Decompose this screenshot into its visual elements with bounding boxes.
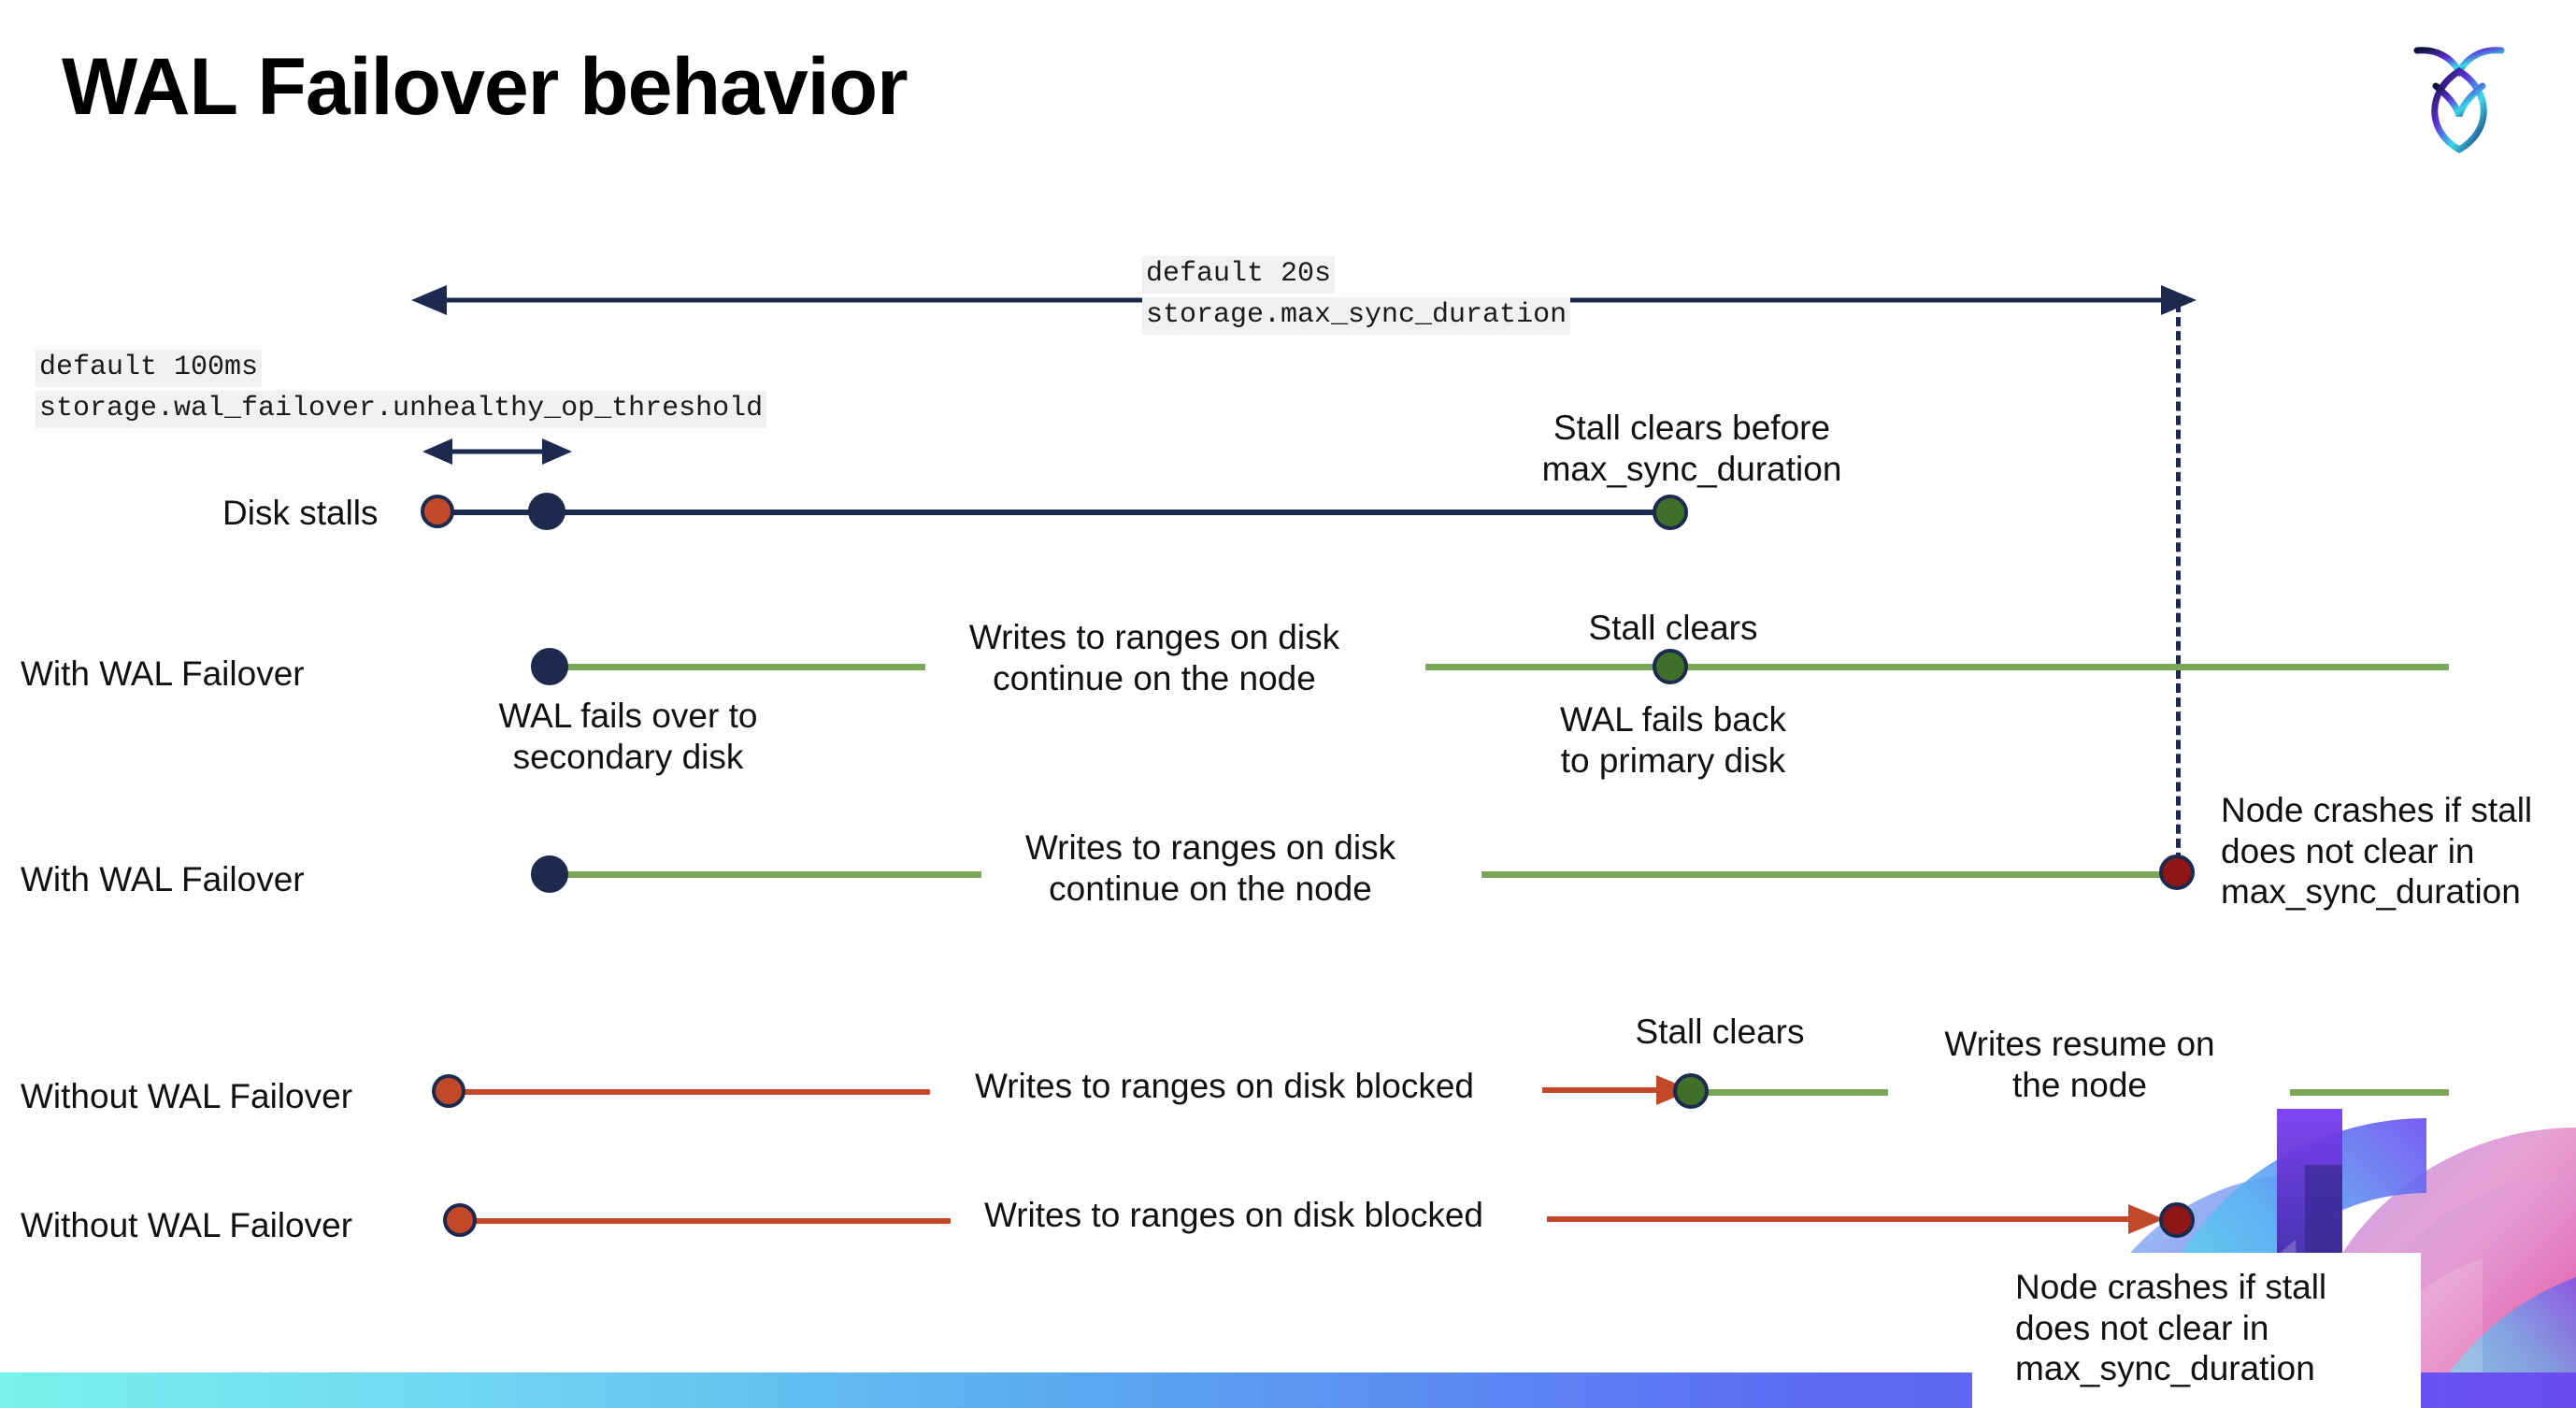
unhealthy-op-threshold-span-arrow	[422, 438, 572, 465]
disk-stall-clears-dot	[1653, 495, 1688, 530]
unhealthy-op-threshold-setting-label: storage.wal_failover.unhealthy_op_thresh…	[36, 391, 767, 428]
note-writes-continue-1: Writes to ranges on disk continue on the…	[968, 618, 1340, 697]
note-node-crashes-2: Node crashes if stall does not clear in …	[2015, 1268, 2327, 1388]
disk-stall-start-dot	[421, 495, 454, 528]
with-wal-failover-2-line-a	[547, 871, 981, 878]
cockroach-labs-logo-icon	[2413, 47, 2505, 154]
node-crash-dot-2	[2159, 1202, 2195, 1238]
disk-stall-start-dot-2	[432, 1074, 465, 1108]
page-title: WAL Failover behavior	[62, 42, 909, 132]
note-stall-clears-2: Stall clears	[1635, 1013, 1805, 1051]
stall-clears-dot-2	[1673, 1073, 1709, 1109]
stall-clears-dot-1	[1653, 649, 1688, 684]
without-wal-failover-1-line-c	[2290, 1089, 2449, 1096]
max-sync-duration-default-label: default 20s	[1142, 256, 1336, 294]
note-writes-blocked-2: Writes to ranges on disk blocked	[983, 1196, 1484, 1234]
max-sync-duration-setting-label: storage.max_sync_duration	[1142, 297, 1571, 335]
without-wal-failover-1-arrow	[1542, 1075, 1692, 1105]
without-wal-failover-2-arrow	[1547, 1204, 2164, 1234]
wal-failover-start-dot-2	[531, 855, 568, 893]
unhealthy-op-threshold-default-label: default 100ms	[36, 350, 263, 387]
timeline-label-with-wal-failover-1: With WAL Failover	[21, 654, 305, 693]
timeline-label-with-wal-failover-2: With WAL Failover	[21, 860, 305, 898]
disk-stall-start-dot-3	[443, 1203, 477, 1237]
note-wal-fails-over-to-secondary-disk: WAL fails over to secondary disk	[498, 697, 758, 776]
node-crash-dot-1	[2159, 855, 2195, 890]
without-wal-failover-1-line-b	[1692, 1089, 1888, 1096]
with-wal-failover-1-line-a	[547, 664, 925, 670]
note-writes-continue-2: Writes to ranges on disk continue on the…	[1024, 828, 1396, 908]
wal-failover-start-dot-1	[531, 648, 568, 685]
note-writes-blocked-1: Writes to ranges on disk blocked	[974, 1067, 1475, 1105]
note-wal-fails-back-to-primary-disk: WAL fails back to primary disk	[1560, 700, 1786, 780]
with-wal-failover-2-line-b	[1481, 871, 2192, 878]
without-wal-failover-2-line-a	[460, 1218, 951, 1224]
without-wal-failover-1-line-a	[449, 1089, 930, 1095]
note-stall-clears-1: Stall clears	[1588, 609, 1758, 647]
disk-stalls-timeline-line	[439, 510, 1673, 515]
note-stall-clears-before-max-sync: Stall clears before max_sync_duration	[1541, 409, 1842, 488]
max-sync-duration-dashed-guide	[2176, 303, 2181, 876]
with-wal-failover-1-line-b	[1425, 664, 2449, 670]
note-node-crashes-2-backdrop	[1972, 1253, 2421, 1408]
timeline-label-disk-stalls: Disk stalls	[222, 494, 379, 532]
note-writes-resume-on-the-node: Writes resume on the node	[1944, 1025, 2215, 1104]
wal-failover-trigger-dot	[528, 493, 565, 530]
timeline-label-without-wal-failover-2: Without WAL Failover	[21, 1206, 353, 1244]
timeline-label-without-wal-failover-1: Without WAL Failover	[21, 1077, 353, 1115]
note-node-crashes-1: Node crashes if stall does not clear in …	[2221, 791, 2533, 912]
